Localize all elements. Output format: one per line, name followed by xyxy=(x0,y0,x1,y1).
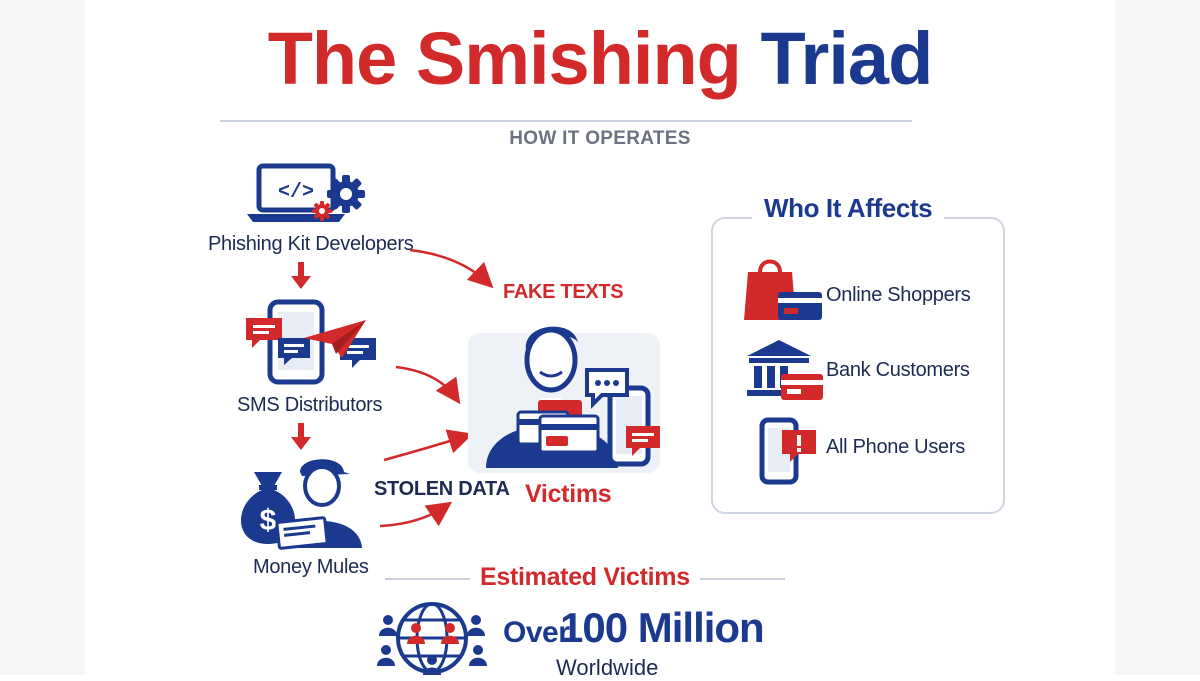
distributors-label: SMS Distributors xyxy=(237,394,383,416)
title-divider xyxy=(220,120,912,122)
victims-label: Victims xyxy=(525,480,612,508)
affects-online-shoppers: Online Shoppers xyxy=(826,284,971,306)
mules-label: Money Mules xyxy=(253,556,369,578)
bank-icon xyxy=(747,340,823,400)
title-blue-part: Triad xyxy=(760,17,933,100)
affects-bank-customers: Bank Customers xyxy=(826,359,970,381)
who-it-affects-title: Who It Affects xyxy=(752,193,945,224)
svg-text:$: $ xyxy=(260,504,277,537)
page-title: The Smishing Triad xyxy=(200,14,1000,104)
gear-icon xyxy=(327,175,365,213)
arrow-distributors-to-victims-2 xyxy=(383,429,474,462)
alert-bubble-icon xyxy=(626,426,660,456)
phone-messages-icon xyxy=(246,299,376,385)
arrow-mules-to-victims xyxy=(379,501,453,528)
phone-alert-icon xyxy=(759,417,816,485)
chat-bubble-icon xyxy=(585,368,629,409)
estimated-victims-heading: Estimated Victims xyxy=(470,563,700,592)
estimate-suffix: Worldwide xyxy=(556,655,659,680)
paper-plane-icon xyxy=(304,320,366,358)
title-red-part: The Smishing xyxy=(267,17,742,100)
arrow-distributors-to-victims xyxy=(395,365,461,405)
affects-all-phone-users: All Phone Users xyxy=(826,436,965,458)
developers-label: Phishing Kit Developers xyxy=(208,233,414,255)
down-arrow-icon xyxy=(291,262,311,289)
down-arrow-icon xyxy=(291,423,311,450)
arrow-developers-to-victims xyxy=(409,248,494,289)
stolen-data-label: STOLEN DATA xyxy=(374,478,510,500)
courier-person-icon xyxy=(275,459,362,550)
section-subtitle: HOW IT OPERATES xyxy=(509,128,691,149)
svg-text:</>: </> xyxy=(278,181,314,204)
estimate-prefix: Over xyxy=(503,616,570,649)
small-gear-icon xyxy=(312,201,332,221)
estimate-value: 100 Million xyxy=(560,604,765,651)
globe-people-icon xyxy=(377,602,487,675)
shopping-bag-icon xyxy=(744,259,822,320)
fake-texts-label: FAKE TEXTS xyxy=(503,281,624,303)
